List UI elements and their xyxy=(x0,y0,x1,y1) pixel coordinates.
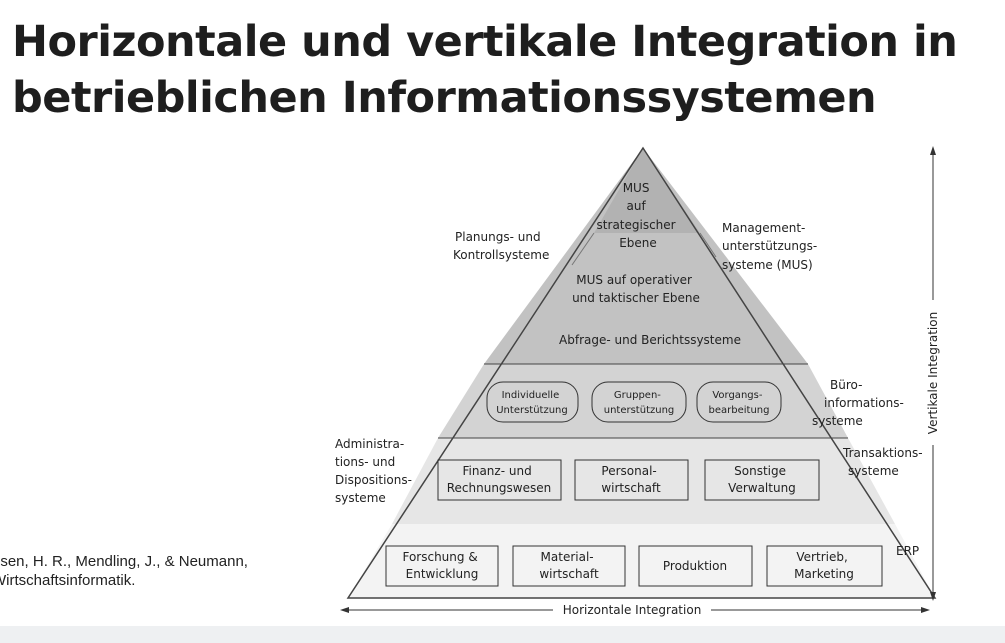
svg-text:Gruppen- unterstützung: Gruppen- unterstützung xyxy=(604,390,675,416)
citation-line-2: Wirtschaftsinformatik. xyxy=(0,572,136,589)
admin-label-line-4: systeme xyxy=(335,491,386,505)
svg-text:Administra- tions- und: Administra- tions- und Dispositions- sys… xyxy=(335,437,416,505)
office-label-line-1: Büro- xyxy=(830,378,862,392)
erp-box-sales xyxy=(766,545,883,587)
svg-text:Vertrieb, Marketing: Vertrieb, Marketing xyxy=(794,550,854,581)
svg-text:Forschung & Entwicklung: Forschung & Entwicklung xyxy=(402,550,481,581)
mus-operative-line-2: und taktischer Ebene xyxy=(572,291,700,305)
transaction-label-line-2: systeme xyxy=(848,464,899,478)
office-label-line-2: informations- xyxy=(824,396,904,410)
admin-label-line-1: Administra- xyxy=(335,437,404,451)
admin-label-line-2: tions- und xyxy=(335,455,395,469)
vertical-axis-arrow-down xyxy=(930,592,936,601)
erp-box-research xyxy=(385,545,499,587)
title-line-2: betrieblichen Informationssystemen xyxy=(12,73,877,123)
admin-box-personnel xyxy=(574,459,689,501)
erp-box-materials-line-2: wirtschaft xyxy=(539,567,599,581)
apex-line-3: strategischer xyxy=(597,218,676,232)
vertical-axis-arrow-up xyxy=(930,146,936,155)
vertical-axis-label-bg xyxy=(925,300,941,445)
erp-band xyxy=(348,524,935,598)
admin-box-finance-line-1: Finanz- und xyxy=(462,464,531,478)
horizontal-axis-label: Horizontale Integration xyxy=(563,603,702,617)
admin-box-finance xyxy=(437,459,562,501)
office-label-line-3: systeme xyxy=(812,414,863,428)
svg-text:Transaktions- systeme: Transaktions- systeme xyxy=(842,446,926,478)
apex-line-1: MUS xyxy=(623,181,650,195)
office-band xyxy=(438,364,848,438)
office-box-group-line-2: unterstützung xyxy=(604,405,675,416)
planning-label-line-1: Planungs- und xyxy=(455,230,541,244)
horizontal-axis-arrow-left xyxy=(340,607,349,613)
office-box-individual-line-1: Individuelle xyxy=(502,390,560,401)
erp-box-materials-line-1: Material- xyxy=(541,550,594,564)
svg-text:Material- wirtschaft: Material- wirtschaft xyxy=(539,550,599,581)
mus-operative-line-1: MUS auf operativer xyxy=(576,273,692,287)
admin-box-finance-line-2: Rechnungswesen xyxy=(447,481,552,495)
horizontal-axis-arrow-right xyxy=(921,607,930,613)
office-box-workflow xyxy=(696,381,782,423)
office-box-group-line-1: Gruppen- xyxy=(614,390,661,401)
mus-label-line-1: Management- xyxy=(722,221,805,235)
admin-box-personnel-line-1: Personal- xyxy=(601,464,656,478)
planning-label-line-2: Kontrollsysteme xyxy=(453,248,549,262)
apex-line-4: Ebene xyxy=(619,236,657,250)
erp-box-production xyxy=(638,545,753,587)
office-box-workflow-line-2: bearbeitung xyxy=(709,405,770,416)
office-box-workflow-line-1: Vorgangs- xyxy=(712,390,762,401)
svg-text:Individuelle Unterstützung: Individuelle Unterstützung xyxy=(496,390,568,416)
admin-box-other-line-2: Verwaltung xyxy=(728,481,796,495)
slide-title: Horizontale und vertikale Integration in… xyxy=(12,14,1002,126)
office-box-group xyxy=(591,381,687,423)
office-box-individual-line-2: Unterstützung xyxy=(496,405,568,416)
pyramid-outline xyxy=(346,146,937,599)
title-line-1: Horizontale und vertikale Integration in xyxy=(12,17,958,67)
citation: nsen, H. R., Mendling, J., & Neumann, Wi… xyxy=(0,552,312,590)
apex-left-edge xyxy=(571,232,595,266)
erp-box-sales-line-2: Marketing xyxy=(794,567,854,581)
apex-band xyxy=(594,148,700,233)
transaction-label-line-1: Transaktions- xyxy=(842,446,923,460)
erp-box-materials xyxy=(512,545,626,587)
svg-text:Planungs- und Kontrollsyst: Planungs- und Kontrollsysteme xyxy=(453,230,549,262)
office-box-individual xyxy=(486,381,579,423)
svg-text:Personal- wirtschaft: Personal- wirtschaft xyxy=(601,464,661,495)
svg-text:Büro- informations- sy: Büro- informations- systeme xyxy=(812,378,908,428)
svg-text:MUS auf strategischer: MUS auf strategischer Ebene xyxy=(597,181,680,250)
erp-box-production-label: Produktion xyxy=(663,559,727,573)
apex-right-edge xyxy=(699,232,717,258)
erp-box-research-line-2: Entwicklung xyxy=(406,567,479,581)
apex-line-2: auf xyxy=(626,199,646,213)
footer-bar xyxy=(0,626,1005,643)
mus-label-line-3: systeme (MUS) xyxy=(722,258,813,272)
management-band xyxy=(484,148,808,364)
svg-text:Vorgangs- bearbeitung: Vorgangs- bearbeitung xyxy=(709,390,770,416)
erp-box-sales-line-1: Vertrieb, xyxy=(796,550,847,564)
horizontal-axis-label-bg xyxy=(553,602,711,618)
svg-text:Sonstige Verwaltung: Sonstige Verwaltung xyxy=(728,464,796,495)
admin-box-personnel-line-2: wirtschaft xyxy=(601,481,661,495)
svg-text:Finanz- und Rechnungswesen: Finanz- und Rechnungswesen xyxy=(447,464,552,495)
citation-line-1: nsen, H. R., Mendling, J., & Neumann, xyxy=(0,553,248,570)
reporting-label: Abfrage- und Berichtssysteme xyxy=(559,333,741,347)
svg-text:MUS auf operativer und tak: MUS auf operativer und taktischer Ebene xyxy=(572,273,700,305)
admin-label-line-3: Dispositions- xyxy=(335,473,412,487)
erp-label: ERP xyxy=(896,544,919,558)
admin-box-other-line-1: Sonstige xyxy=(734,464,786,478)
vertical-axis-label: Vertikale Integration xyxy=(926,312,940,434)
admin-box-other xyxy=(704,459,820,501)
mus-label-line-2: unterstützungs- xyxy=(722,239,817,253)
svg-text:Management- unterstützungs: Management- unterstützungs- systeme (MUS… xyxy=(722,221,821,272)
erp-box-research-line-1: Forschung & xyxy=(402,550,477,564)
